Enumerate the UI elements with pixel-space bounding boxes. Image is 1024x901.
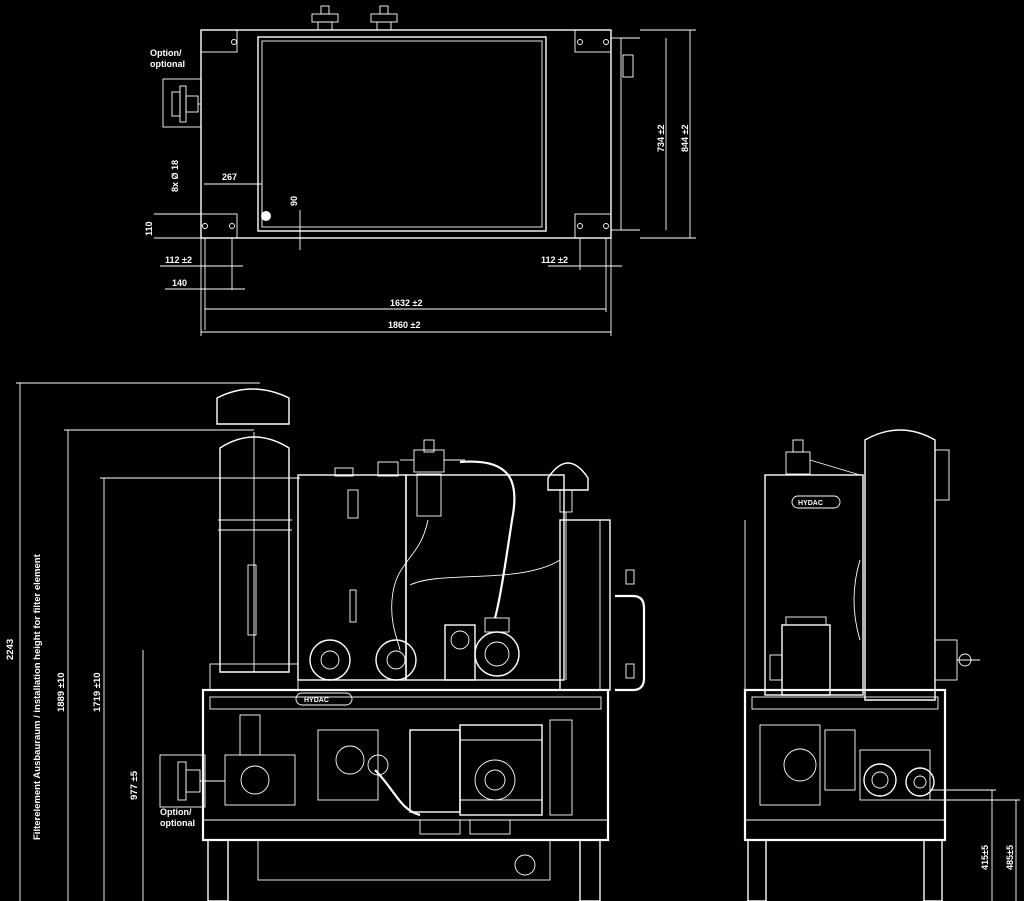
door-frame bbox=[559, 519, 611, 691]
right-rail bbox=[610, 37, 622, 231]
side-fitting bbox=[622, 54, 634, 78]
flange-icon bbox=[375, 639, 417, 681]
pump-icon bbox=[474, 631, 520, 677]
leg-side-left bbox=[747, 839, 767, 901]
side-view: HYDAC bbox=[743, 429, 1020, 901]
hole-icon bbox=[202, 223, 208, 229]
flange-icon bbox=[309, 639, 351, 681]
dim-140: 140 bbox=[172, 278, 187, 288]
dim-90: 90 bbox=[289, 196, 299, 206]
drain-plug-icon bbox=[514, 854, 536, 876]
dim-977: 977 ±5 bbox=[129, 770, 140, 800]
corner-plate-tr bbox=[574, 29, 612, 53]
leg-front-left bbox=[207, 839, 229, 901]
base-frame bbox=[201, 688, 610, 842]
option-cooler-box bbox=[162, 78, 202, 128]
option-label-top-2: optional bbox=[150, 59, 185, 69]
side-lower-assembly bbox=[759, 724, 935, 806]
corner-plate-bl bbox=[200, 213, 238, 239]
valve-block bbox=[444, 624, 476, 681]
top-tank-inner bbox=[261, 40, 543, 228]
hole-icon bbox=[603, 39, 609, 45]
top-tank bbox=[257, 36, 547, 232]
dim-415: 415±5 bbox=[980, 845, 990, 870]
option-label-front-1: Option/ bbox=[160, 807, 192, 817]
top-view: 8x Ø 18 267 90 110 112 ±2 140 112 ±2 163… bbox=[144, 5, 696, 336]
gauge-icon bbox=[450, 630, 470, 650]
leg-front-right bbox=[579, 839, 601, 901]
hose-icon bbox=[459, 460, 516, 619]
lower-valve-assembly bbox=[224, 714, 573, 817]
dim-267: 267 bbox=[222, 172, 237, 182]
side-filter-housing bbox=[853, 429, 980, 701]
filter-installation-label: Filterelement Ausbauraum / installation … bbox=[32, 553, 43, 840]
door-handle-icon bbox=[615, 594, 646, 692]
hole-icon bbox=[577, 223, 583, 229]
leg-side-right bbox=[923, 839, 943, 901]
dim-1860: 1860 ±2 bbox=[388, 320, 420, 330]
front-tank bbox=[297, 474, 407, 681]
sight-glass-icon bbox=[347, 489, 359, 519]
filler-cap-icon bbox=[370, 5, 398, 31]
hole-icon bbox=[577, 39, 583, 45]
dim-1719: 1719 ±10 bbox=[92, 672, 103, 712]
hose-icon bbox=[409, 559, 561, 586]
filter-removal-outline bbox=[216, 388, 290, 425]
breather-filter-icon bbox=[400, 439, 465, 517]
option-cooler-icon bbox=[171, 85, 201, 123]
side-motor-icon bbox=[769, 616, 831, 696]
dim-1632: 1632 ±2 bbox=[390, 298, 422, 308]
hydac-logo-side-text: HYDAC bbox=[798, 500, 823, 507]
hole-icon bbox=[231, 39, 237, 45]
option-cooler-front-icon bbox=[159, 754, 225, 808]
hydac-logo bbox=[295, 692, 353, 706]
filter-housing bbox=[209, 432, 299, 691]
dim-734: 734 ±2 bbox=[656, 125, 666, 152]
dim-1889: 1889 ±10 bbox=[56, 672, 67, 712]
dim-2243: 2243 bbox=[5, 639, 16, 660]
drip-tray bbox=[257, 839, 551, 881]
breather-side-icon bbox=[785, 439, 861, 476]
corner-plate-br bbox=[574, 213, 612, 239]
dim-112-right: 112 ±2 bbox=[541, 255, 568, 265]
option-label-front-2: optional bbox=[160, 818, 195, 828]
option-label-top-1: Option/ bbox=[150, 48, 182, 58]
hydac-logo-text: HYDAC bbox=[304, 697, 329, 704]
accumulator-icon bbox=[547, 462, 589, 680]
dim-485: 485±5 bbox=[1005, 845, 1015, 870]
filler-cap-icon bbox=[311, 5, 339, 31]
front-cabinet bbox=[405, 474, 565, 681]
dim-844: 844 ±2 bbox=[680, 125, 690, 152]
dim-112-left: 112 ±2 bbox=[165, 255, 192, 265]
drain-icon bbox=[261, 211, 271, 221]
corner-plate-tl bbox=[200, 29, 238, 53]
motor-icon bbox=[409, 724, 543, 816]
hydac-logo-side bbox=[791, 495, 841, 509]
hose-icon bbox=[391, 519, 429, 651]
dim-holes: 8x Ø 18 bbox=[170, 160, 180, 192]
side-base-frame bbox=[743, 688, 947, 842]
hole-icon bbox=[603, 223, 609, 229]
dim-110: 110 bbox=[144, 221, 154, 236]
top-frame-outer bbox=[200, 29, 612, 239]
hole-icon bbox=[229, 223, 235, 229]
front-view: HYDAC bbox=[5, 382, 646, 901]
